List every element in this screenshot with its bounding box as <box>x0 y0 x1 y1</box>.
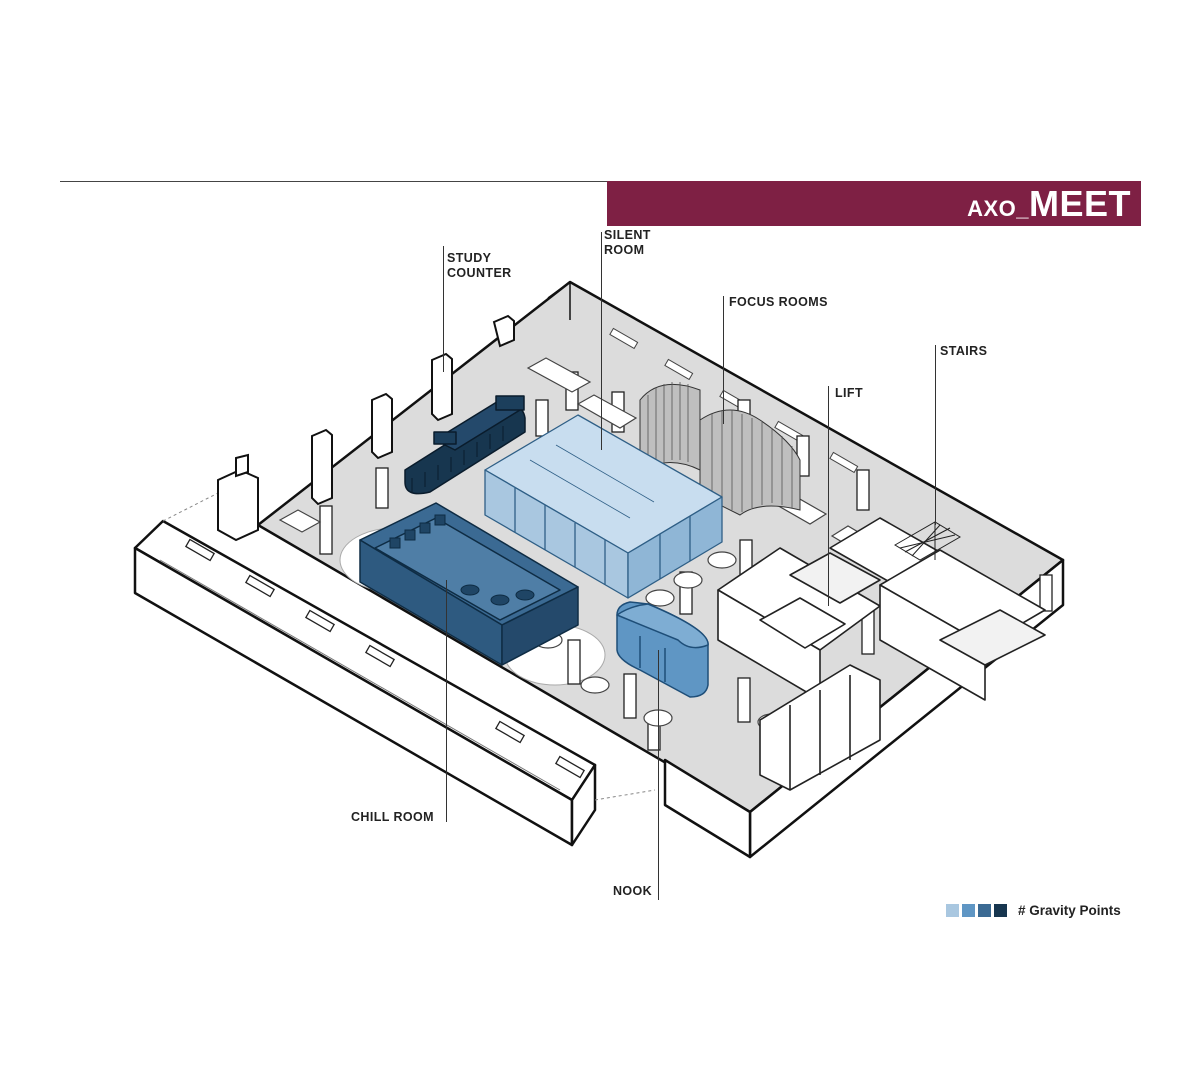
stair-flights <box>894 521 961 561</box>
study-counter-label-line2: COUNTER <box>447 266 512 280</box>
focus-rooms-slats <box>647 382 793 512</box>
legend-text: # Gravity Points <box>1018 903 1121 918</box>
focus-rooms-screens <box>639 383 801 516</box>
focus-rooms-label: FOCUS ROOMS <box>729 295 828 309</box>
nook-label: NOOK <box>613 884 653 898</box>
silent-room-glass <box>484 414 723 599</box>
title-main: MEET <box>1028 183 1131 224</box>
lift-leader <box>828 386 829 606</box>
front-wall-windows <box>184 538 586 779</box>
gravity-legend: # Gravity Points <box>946 903 1121 918</box>
silent-room-label-line1: SILENT <box>604 228 651 242</box>
title-banner: AXO_MEET <box>607 181 1141 226</box>
study-counter <box>404 395 526 495</box>
legend-swatch-4 <box>994 904 1007 917</box>
nook-leader <box>658 650 659 900</box>
study-counter-leader <box>443 246 444 372</box>
lift-label: LIFT <box>835 386 863 400</box>
header-rule <box>60 181 608 182</box>
focus-rooms-leader <box>723 296 724 424</box>
nook-pod <box>616 601 709 698</box>
title-prefix: AXO_ <box>967 196 1029 221</box>
study-counter-stools <box>411 426 504 493</box>
silent-room-label: SILENT ROOM <box>604 228 651 258</box>
front-wall-slab <box>133 519 597 847</box>
legend-swatch-3 <box>978 904 991 917</box>
study-counter-label-line1: STUDY <box>447 251 492 265</box>
stairs-label: STAIRS <box>940 344 988 358</box>
study-counter-label: STUDY COUNTER <box>447 251 512 281</box>
chill-room-seats <box>389 514 535 606</box>
legend-swatch-2 <box>962 904 975 917</box>
page-title: AXO_MEET <box>967 183 1131 225</box>
silent-room-leader <box>601 232 602 450</box>
perimeter-pillars <box>217 314 515 542</box>
chill-room-label: CHILL ROOM <box>351 810 434 824</box>
chill-room-leader <box>446 580 447 822</box>
legend-swatch-1 <box>946 904 959 917</box>
silent-room-label-line2: ROOM <box>604 243 645 257</box>
service-core <box>717 517 1046 791</box>
dashed-guides <box>162 491 656 801</box>
stairs-leader <box>935 345 936 525</box>
